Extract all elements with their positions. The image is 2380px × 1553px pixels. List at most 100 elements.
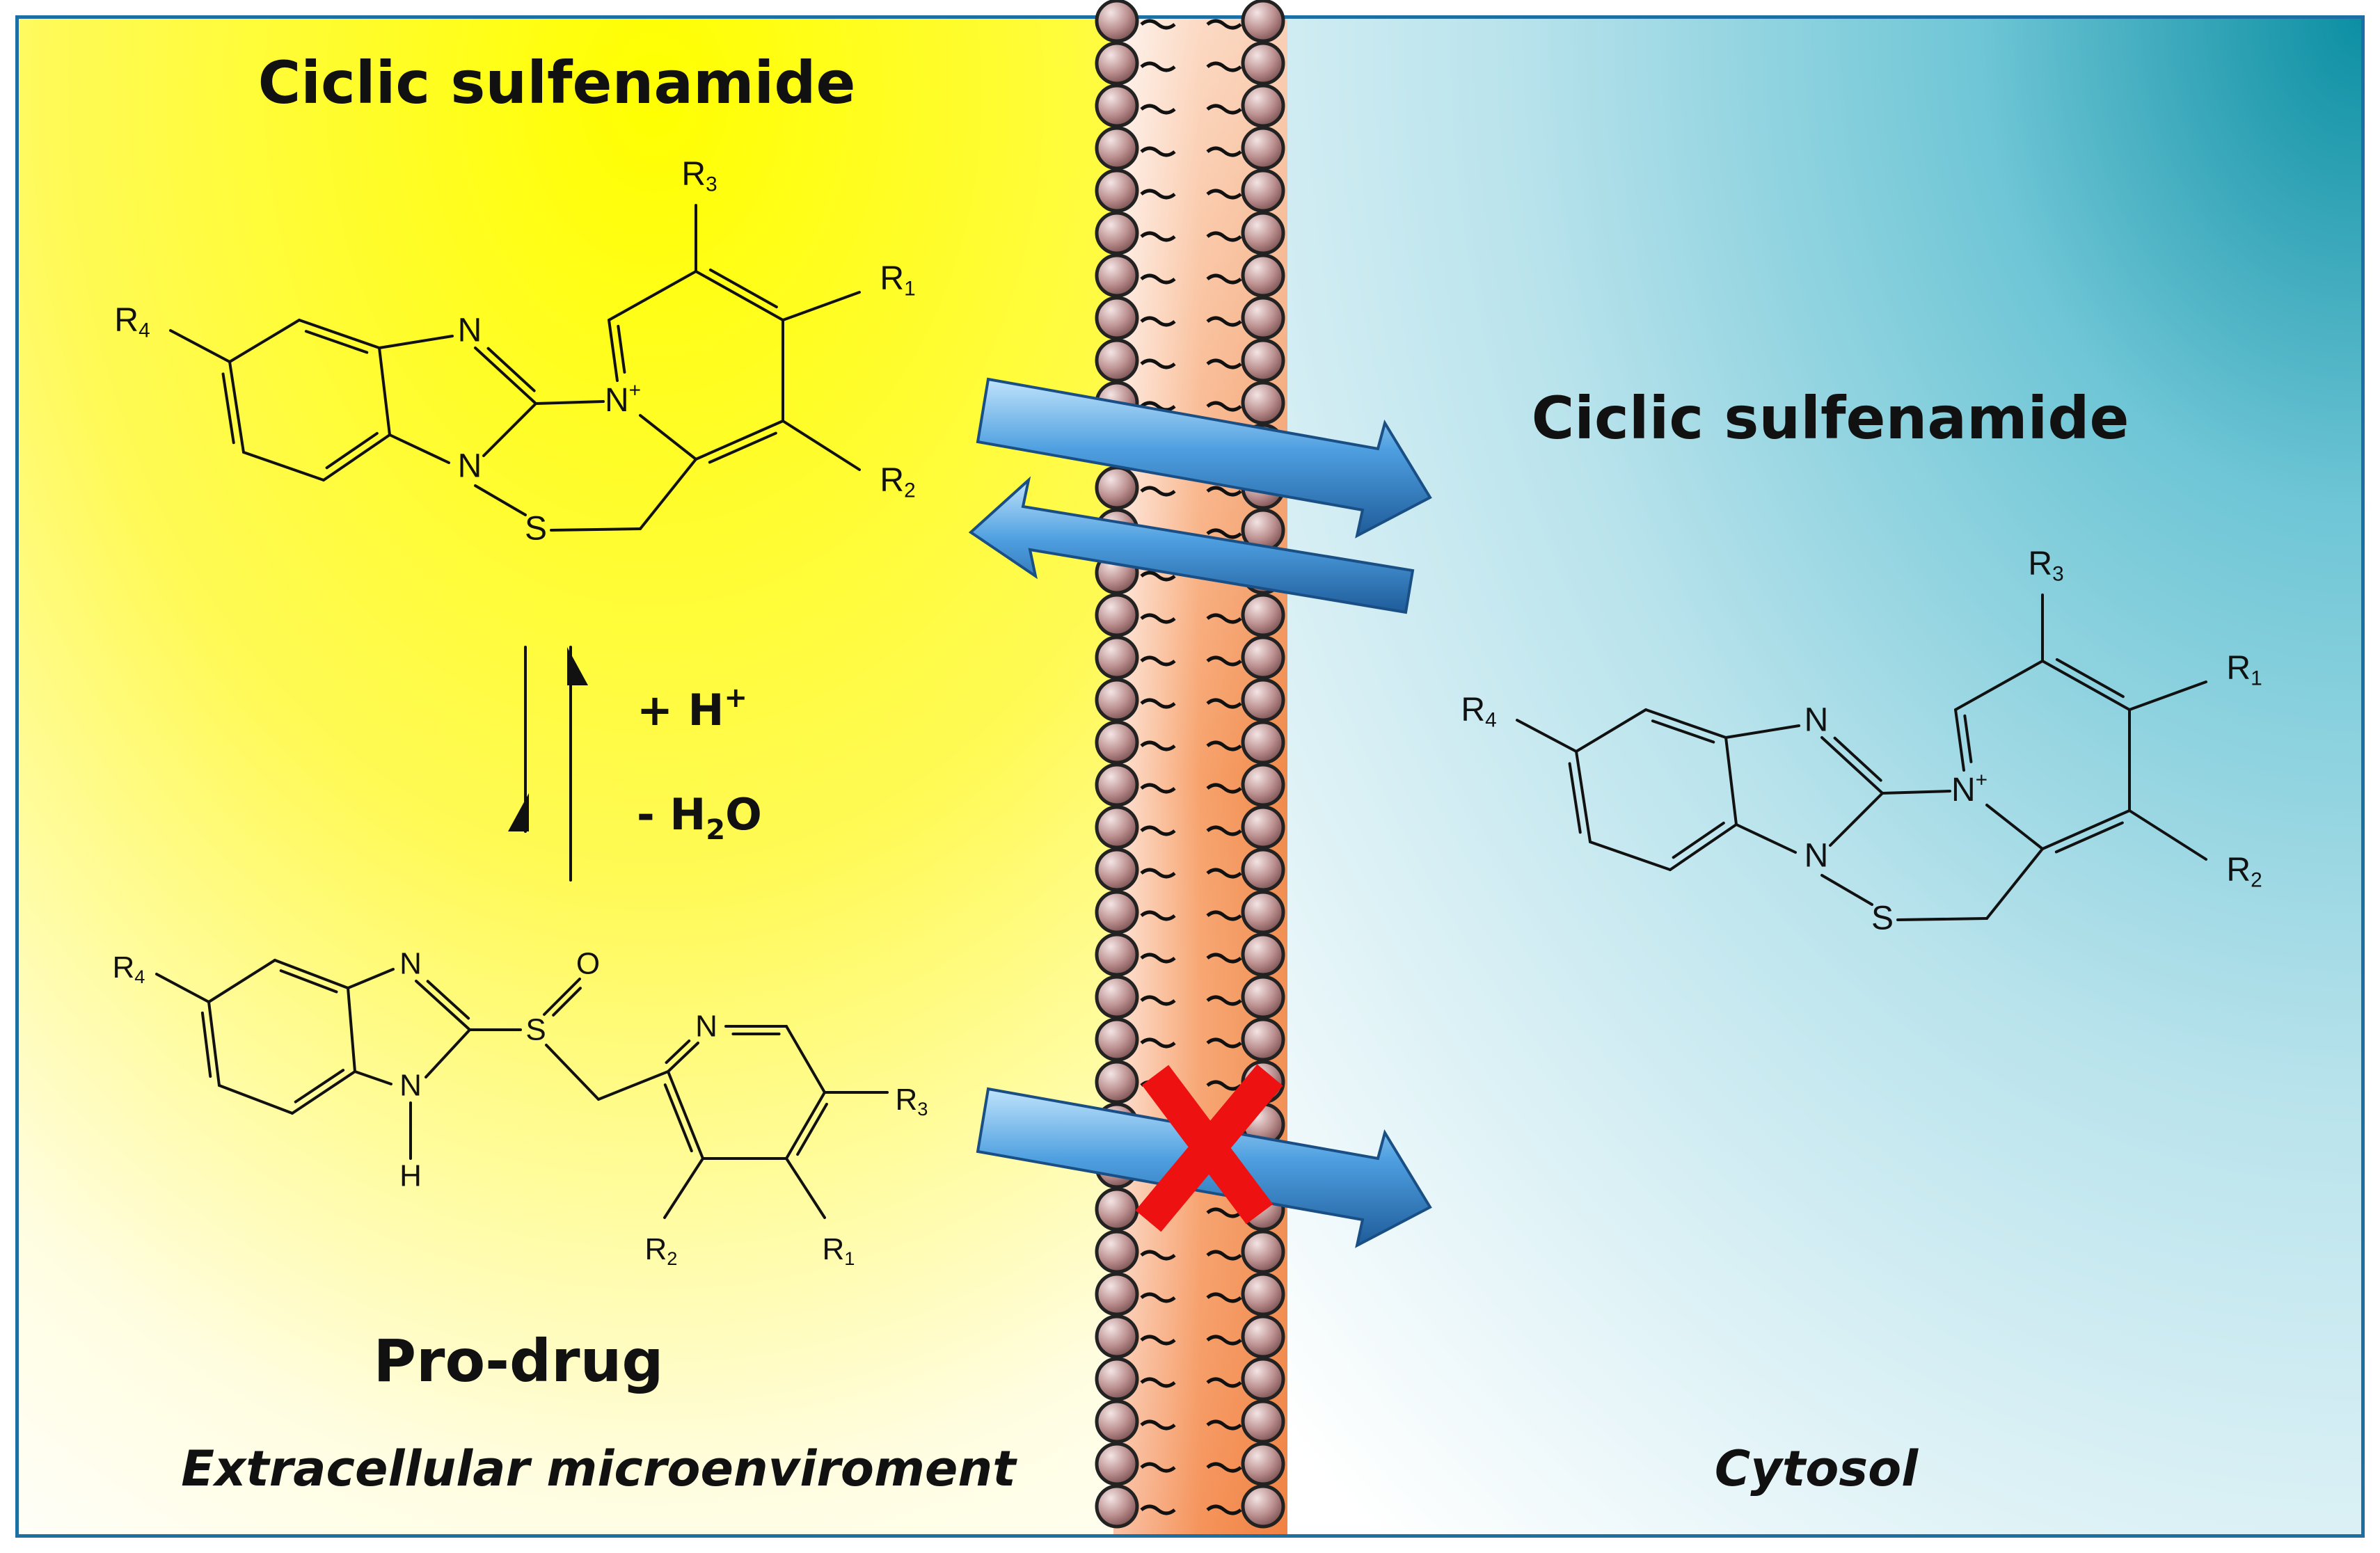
lipid-head — [1241, 1314, 1285, 1359]
lipid-tail — [1206, 61, 1242, 72]
lipid-head — [1095, 168, 1139, 213]
lipid-head — [1241, 381, 1285, 425]
lipid-head — [1241, 83, 1285, 128]
bond — [298, 319, 381, 349]
imidazole-n-label: N — [399, 947, 422, 981]
bond — [543, 978, 581, 1016]
lipid-tail — [1140, 1504, 1176, 1515]
lipid-head — [1241, 720, 1285, 765]
lipid-tail — [1140, 231, 1176, 242]
r-group-label: R4 — [114, 302, 150, 342]
bond — [1669, 823, 1738, 871]
r-group-label: R4 — [113, 950, 145, 987]
lipid-head — [1095, 253, 1139, 298]
bond — [663, 1157, 704, 1219]
bond — [2128, 809, 2207, 861]
lipid-tail — [1140, 401, 1176, 412]
lipid-tail — [1206, 1504, 1242, 1515]
bond — [155, 973, 210, 1003]
lipid-head — [1095, 1272, 1139, 1316]
bond — [1820, 736, 1884, 795]
lipid-tail — [1140, 995, 1176, 1006]
lipid-head — [1241, 211, 1285, 255]
bond — [639, 458, 697, 530]
lipid-head — [1095, 763, 1139, 807]
bond — [1589, 841, 1672, 871]
lipid-tail — [1206, 231, 1242, 242]
bond — [667, 1042, 699, 1073]
lipid-head — [1241, 593, 1285, 637]
bond — [1881, 790, 1951, 795]
imidazole-n-label: N — [458, 312, 482, 349]
bond — [486, 347, 536, 392]
lipid-tail — [1206, 104, 1242, 115]
bond — [273, 959, 349, 989]
bond — [354, 1070, 392, 1085]
lipid-head — [1095, 805, 1139, 850]
bond — [663, 1083, 693, 1153]
bond — [1724, 724, 1800, 739]
lipid-tail — [1206, 528, 1242, 539]
bond — [294, 1069, 345, 1104]
lipid-head — [1241, 1272, 1285, 1316]
bond — [415, 980, 471, 1031]
lipid-tail — [1140, 146, 1176, 157]
lipid-head — [1241, 1442, 1285, 1486]
bond — [667, 1070, 704, 1160]
bond — [1575, 750, 1592, 843]
lipid-tail — [1206, 1080, 1242, 1091]
transport-arrow-out — [968, 476, 1415, 614]
sulfur-label: S — [525, 511, 547, 548]
lipid-tail — [1206, 1207, 1242, 1218]
lipid-head — [1095, 593, 1139, 637]
lipid-tail — [1206, 995, 1242, 1006]
bond — [426, 980, 470, 1020]
lipid-tail — [1140, 1037, 1176, 1049]
sulfur-label: S — [1871, 900, 1894, 937]
lipid-tail — [1206, 655, 1242, 667]
lipid-tail — [1140, 740, 1176, 751]
r-group-label: R2 — [2226, 852, 2262, 891]
cytosol-region — [1174, 19, 2361, 1534]
bond — [1896, 917, 1988, 921]
bond — [218, 1084, 294, 1115]
extracellular-region — [19, 19, 1174, 1534]
bond — [1724, 736, 1738, 826]
proton-addition: + H+ — [637, 682, 747, 735]
bond — [785, 1091, 826, 1160]
lipid-head — [1241, 126, 1285, 170]
bond — [169, 329, 231, 363]
lipid-tail — [1206, 146, 1242, 157]
r-group-label: R2 — [645, 1232, 678, 1269]
extracellular-title: Ciclic sulfenamide — [258, 49, 856, 117]
lipid-tail — [1206, 401, 1242, 412]
bond — [708, 268, 778, 309]
bond — [1954, 660, 2044, 711]
lipid-head — [1241, 635, 1285, 680]
lipid-tail — [1206, 1292, 1242, 1303]
lipid-head — [1095, 847, 1139, 892]
lipid-head — [1241, 805, 1285, 850]
bond — [1651, 719, 1715, 744]
lipid-tail — [1206, 1335, 1242, 1346]
lipid-tail — [1140, 316, 1176, 327]
bond — [2054, 821, 2124, 854]
r-group-label: R3 — [681, 156, 717, 196]
r-group-label: R2 — [880, 462, 915, 502]
transport-arrow-in — [976, 377, 1432, 539]
lipid-tail — [1140, 104, 1176, 115]
bond — [782, 291, 861, 321]
lipid-head — [1241, 763, 1285, 807]
lipid-head — [1095, 126, 1139, 170]
lipid-head — [1095, 1229, 1139, 1274]
lipid-head — [1241, 1229, 1285, 1274]
pyridinium-n-label: N+ — [1951, 768, 1988, 808]
bond — [1820, 874, 1873, 906]
imidazole-n-label: N — [458, 448, 482, 485]
bond — [242, 451, 325, 481]
equilibrium-arrows — [508, 646, 588, 882]
bond — [228, 319, 301, 363]
lipid-head — [1095, 338, 1139, 383]
pyridine-n-label: N — [695, 1010, 717, 1044]
